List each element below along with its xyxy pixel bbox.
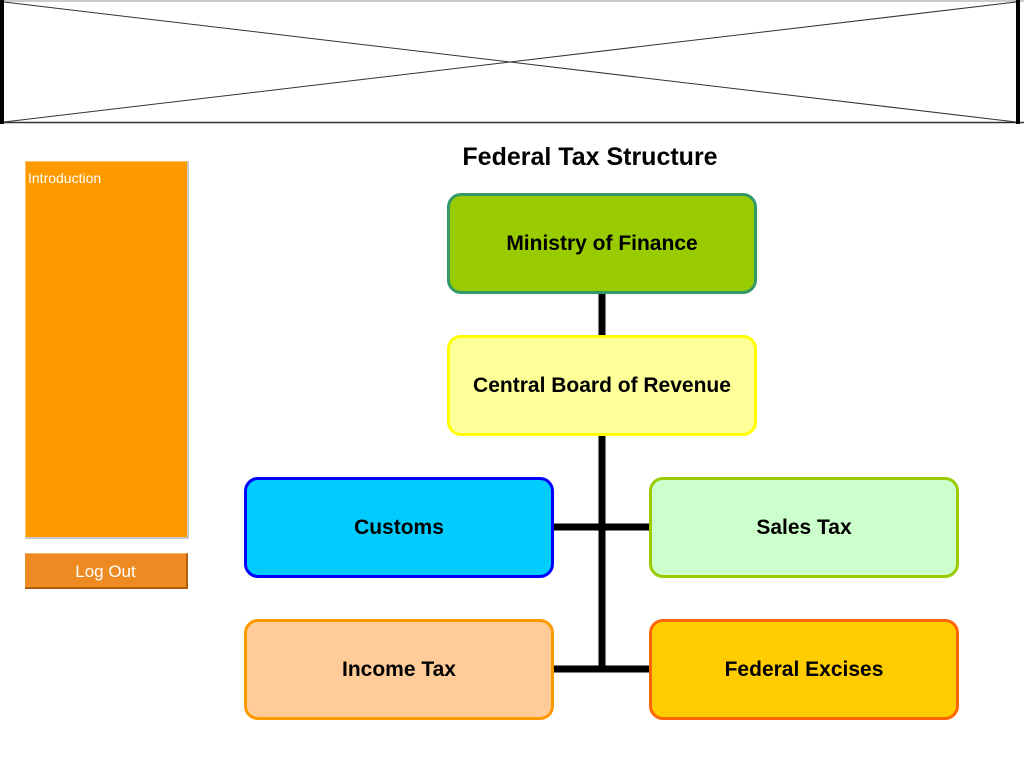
page-title: Federal Tax Structure — [462, 143, 718, 171]
org-node-customs: Customs — [244, 477, 554, 578]
org-node-income-tax: Income Tax — [244, 619, 554, 720]
org-node-central-board-of-revenue: Central Board of Revenue — [447, 335, 757, 436]
org-node-sales-tax: Sales Tax — [649, 477, 959, 578]
image-placeholder-icon — [0, 0, 1024, 124]
sidebar-nav-panel: Introduction — [25, 161, 189, 539]
logout-button[interactable]: Log Out — [25, 553, 188, 589]
org-node-federal-excises: Federal Excises — [649, 619, 959, 720]
org-node-ministry-of-finance: Ministry of Finance — [447, 193, 757, 294]
sidebar-item-introduction[interactable]: Introduction — [28, 170, 102, 186]
